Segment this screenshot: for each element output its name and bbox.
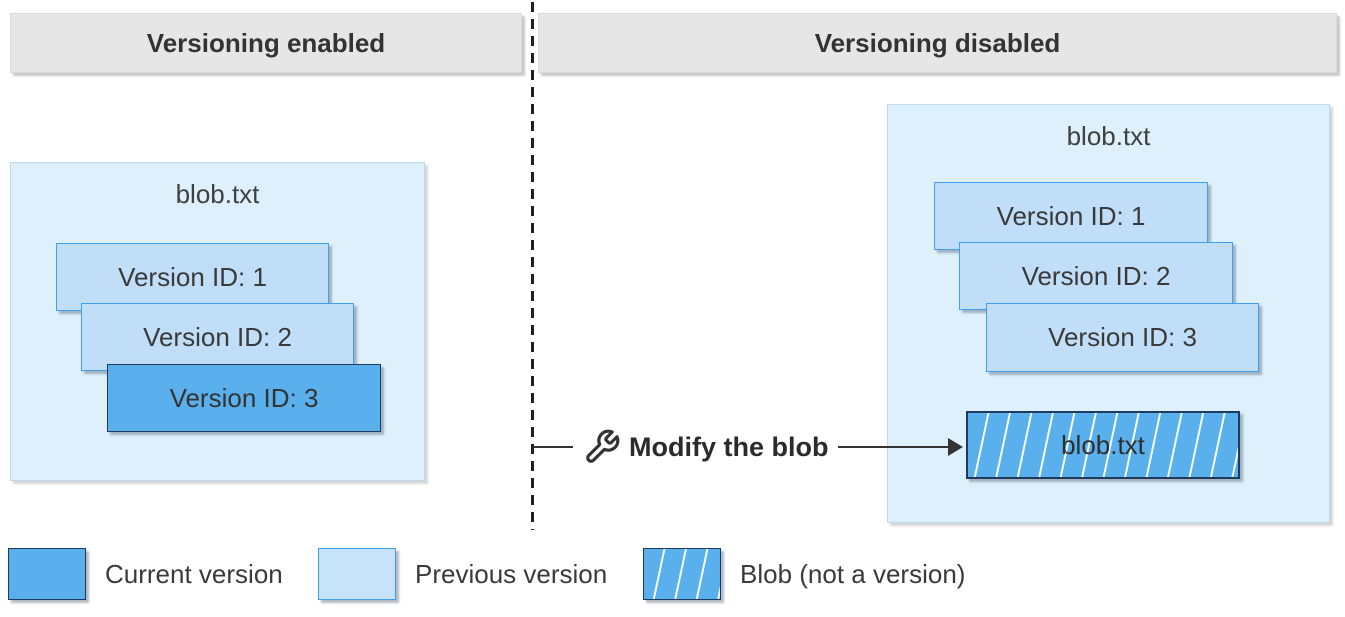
previous-version-swatch [318,548,396,600]
legend-item-previous-version: Previous version [318,548,607,600]
version-box-enabled-3-current: Version ID: 3 [107,364,381,432]
header-versioning-disabled-label: Versioning disabled [814,27,1061,58]
legend-item-blob-not-a-version: Blob (not a version) [643,548,965,600]
dashed-divider [531,2,534,530]
version-box-enabled-1: Version ID: 1 [56,243,329,311]
current-version-swatch [8,548,86,600]
header-versioning-enabled-label: Versioning enabled [146,27,386,58]
blob-container-enabled: blob.txt Version ID: 1 Version ID: 2 Ver… [10,162,425,481]
modify-action-row: Modify the blob [533,426,963,468]
legend-label-previous-version: Previous version [415,558,608,589]
legend-item-current-version: Current version [8,548,283,600]
version-box-disabled-3: Version ID: 3 [986,303,1259,372]
legend-label-blob-not-a-version: Blob (not a version) [740,558,966,589]
modify-the-blob-label: Modify the blob [629,431,829,462]
version-box-disabled-2: Version ID: 2 [959,242,1233,310]
header-versioning-disabled: Versioning disabled [538,13,1337,73]
blob-container-enabled-title: blob.txt [175,179,260,209]
blob-not-a-version-swatch [643,548,721,600]
blob-not-a-version-box: blob.txt [966,411,1240,479]
arrow-right-icon [948,438,963,456]
header-versioning-enabled: Versioning enabled [10,13,522,73]
version-box-disabled-1: Version ID: 1 [934,182,1208,250]
connector-line-left [533,446,573,448]
wrench-icon [586,429,620,463]
arrow-line [838,446,948,448]
blob-container-disabled-title: blob.txt [1066,121,1151,151]
legend-label-current-version: Current version [105,558,283,589]
version-box-enabled-2: Version ID: 2 [81,303,354,371]
